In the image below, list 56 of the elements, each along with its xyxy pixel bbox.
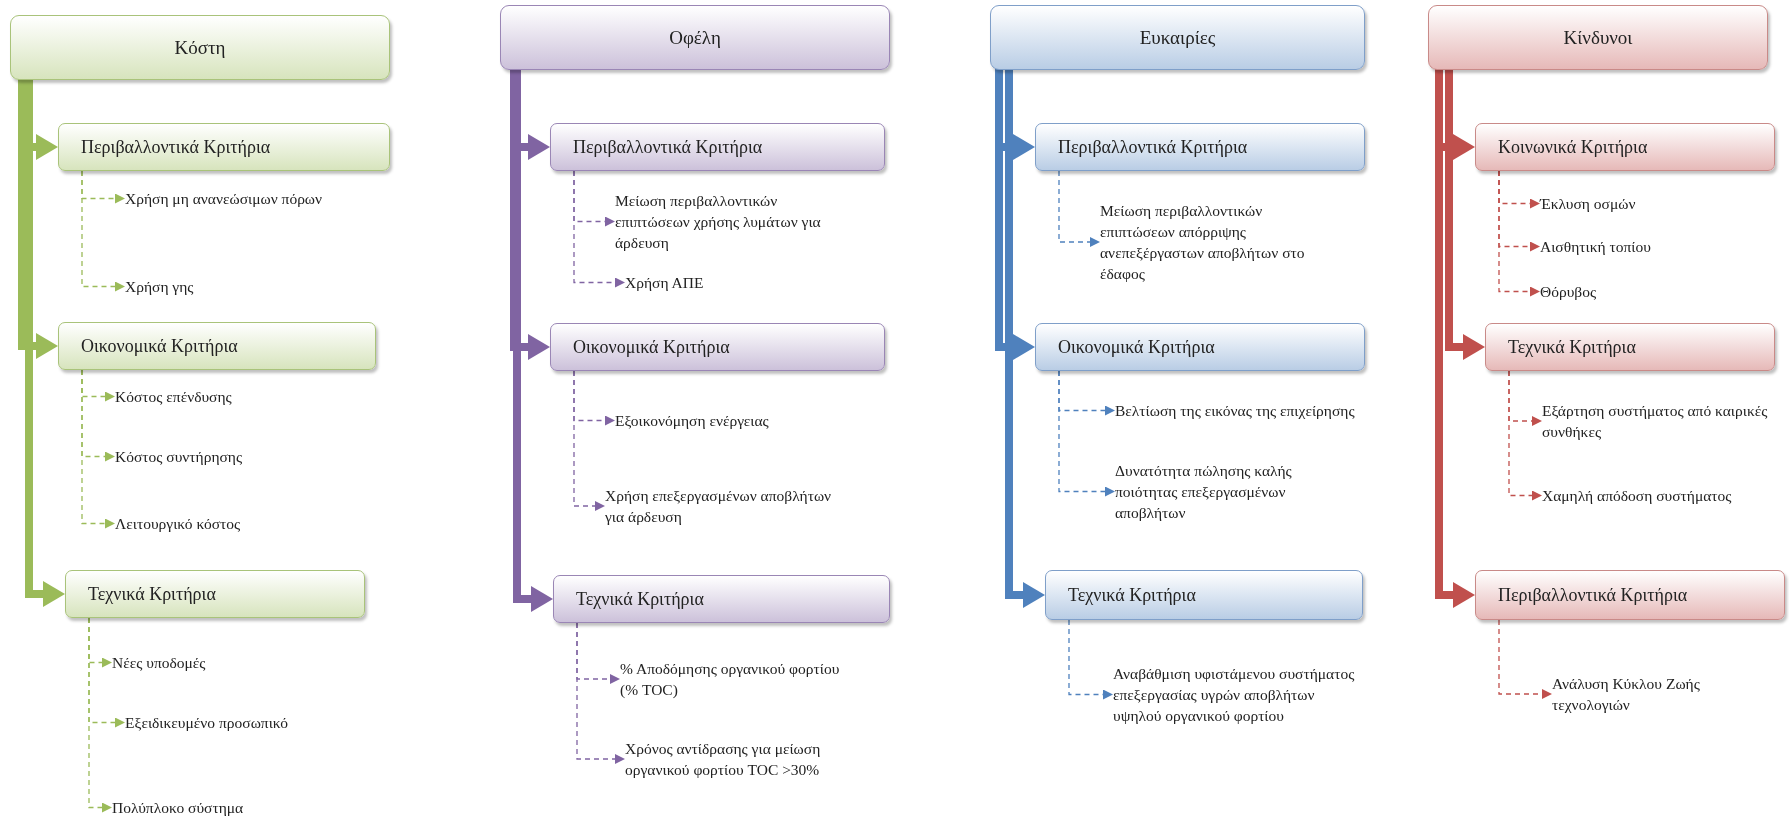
arrow xyxy=(1005,68,1045,608)
category-box: Περιβαλλοντικά Κριτήρια xyxy=(1475,570,1785,620)
item-text: Νέες υποδομές xyxy=(112,652,312,673)
item-text: Εξειδικευμένο προσωπικό xyxy=(125,712,325,733)
item-text: Πολύπλοκο σύστημα xyxy=(112,797,312,818)
item-text: Μείωση περιβαλλοντικών επιπτώσεων απόρριψης ανεπεξέργαστων αποβλήτων στο έδαφος xyxy=(1100,200,1320,284)
header-box: Κίνδυνοι xyxy=(1428,5,1768,70)
category-box: Περιβαλλοντικά Κριτήρια xyxy=(550,123,885,171)
arrow xyxy=(81,369,115,529)
item-text: Αναβάθμιση υφιστάμενου συστήματος επεξεργασίας υγρών αποβλήτων υψηλού οργανικού φορτίου xyxy=(1113,663,1363,726)
item-text: Χρήση γης xyxy=(125,276,325,297)
category-box: Τεχνικά Κριτήρια xyxy=(1045,570,1363,620)
item-text: Χαμηλή απόδοση συστήματος xyxy=(1542,485,1777,506)
category-box: Τεχνικά Κριτήρια xyxy=(553,575,890,623)
arrow xyxy=(1068,619,1113,700)
header-box: Κόστη xyxy=(10,15,390,80)
item-text: Ανάλυση Κύκλου Ζωής τεχνολογιών xyxy=(1552,673,1772,715)
item-text: Κόστος επένδυσης xyxy=(115,386,315,407)
header-box: Οφέλη xyxy=(500,5,890,70)
item-text: Χρήση μη ανανεώσιμων πόρων xyxy=(125,188,325,209)
item-text: Αισθητική τοπίου xyxy=(1540,236,1760,257)
item-text: Λειτουργικό κόστος xyxy=(115,513,315,534)
item-text: Χρήση ΑΠΕ xyxy=(625,272,825,293)
item-text: Βελτίωση της εικόνας της επιχείρησης xyxy=(1115,400,1355,421)
arrow xyxy=(1498,170,1540,297)
category-box: Τεχνικά Κριτήρια xyxy=(65,570,365,618)
item-text: Έκλυση οσμών xyxy=(1540,193,1760,214)
category-box: Περιβαλλοντικά Κριτήρια xyxy=(1035,123,1365,171)
category-box: Τεχνικά Κριτήρια xyxy=(1485,323,1775,371)
arrow xyxy=(573,170,625,288)
category-box: Οικονομικά Κριτήρια xyxy=(1035,323,1365,371)
item-text: % Αποδόμησης οργανικού φορτίου (% TOC) xyxy=(620,658,860,700)
item-text: Θόρυβος xyxy=(1540,281,1760,302)
arrow xyxy=(81,170,125,292)
category-box: Οικονομικά Κριτήρια xyxy=(58,322,376,370)
arrow xyxy=(573,370,605,511)
arrow xyxy=(1508,370,1542,501)
arrow xyxy=(513,68,553,612)
category-box: Κοινωνικά Κριτήρια xyxy=(1475,123,1775,171)
arrow xyxy=(576,622,625,764)
category-box: Περιβαλλοντικά Κριτήρια xyxy=(58,123,390,171)
arrow xyxy=(1058,370,1115,497)
item-text: Χρόνος αντίδρασης για μείωση οργανικού φορτίου TOC >30% xyxy=(625,738,865,780)
arrow xyxy=(1445,68,1485,360)
arrow xyxy=(1498,619,1552,699)
category-box: Οικονομικά Κριτήρια xyxy=(550,323,885,371)
item-text: Χρήση επεξεργασμένων αποβλήτων για άρδευση xyxy=(605,485,845,527)
item-text: Δυνατότητα πώλησης καλής ποιότητας επεξεργασμένων αποβλήτων xyxy=(1115,460,1355,523)
arrow xyxy=(88,617,112,813)
arrow xyxy=(25,78,65,607)
item-text: Μείωση περιβαλλοντικών επιπτώσεων χρήσης λυμάτων για άρδευση xyxy=(615,190,855,253)
item-text: Εξοικονόμηση ενέργειας xyxy=(615,410,855,431)
item-text: Κόστος συντήρησης xyxy=(115,446,315,467)
header-box: Ευκαιρίες xyxy=(990,5,1365,70)
arrow xyxy=(1058,170,1100,247)
item-text: Εξάρτηση συστήματος από καιρικές συνθήκες xyxy=(1542,400,1777,442)
